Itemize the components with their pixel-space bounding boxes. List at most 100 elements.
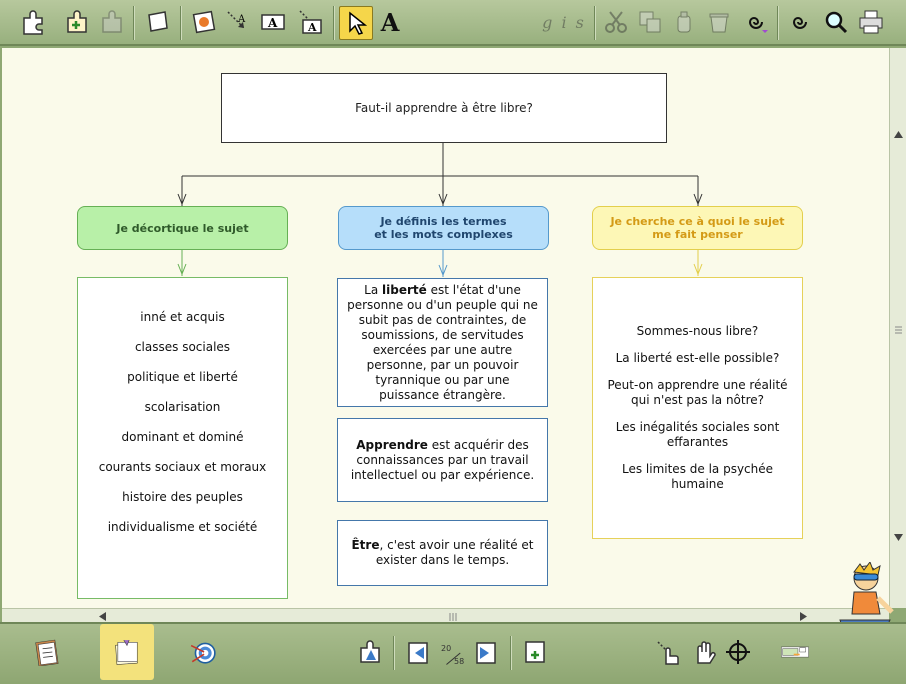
back-puzzle-button[interactable] — [18, 6, 50, 38]
copy-button[interactable] — [634, 6, 666, 38]
list-item: politique et liberté — [127, 370, 238, 384]
add-page-button[interactable] — [519, 636, 551, 668]
list-item: scolarisation — [144, 400, 221, 414]
definition-text: Apprendre est acquérir des connaissances… — [350, 437, 535, 482]
svg-text:A: A — [307, 21, 317, 34]
hand-icon — [697, 641, 716, 664]
keywords-box[interactable]: inné et acquis classes sociales politiqu… — [77, 277, 288, 599]
text-format-buttons[interactable]: g i s — [536, 6, 592, 38]
puzzle-hand-icon — [23, 10, 43, 35]
bottom-toolbar: 20 58 — [0, 622, 906, 684]
page-current: 20 — [441, 644, 452, 653]
arrow-head — [693, 193, 703, 206]
root-question-node[interactable]: Faut-il apprendre à être libre? — [221, 73, 667, 143]
page-total: 58 — [454, 657, 465, 666]
pan-hand-button[interactable] — [688, 636, 720, 668]
definition-text: Être, c'est avoir une réalité et exister… — [351, 538, 534, 567]
overview-map-button[interactable] — [762, 636, 828, 668]
definition-text: La liberté est l'état d'une personne ou … — [347, 282, 538, 402]
previous-page-button[interactable] — [403, 636, 435, 668]
glue-icon — [677, 11, 691, 33]
definition-liberte-box[interactable]: La liberté est l'état d'une personne ou … — [337, 278, 548, 407]
cut-button[interactable] — [600, 6, 632, 38]
definition-term: Être — [351, 538, 380, 552]
branch-header-text: Je décortique le sujet — [116, 221, 249, 235]
puzzle-arrow-icon — [360, 640, 380, 663]
page-icon — [148, 11, 168, 32]
select-arrow-button[interactable] — [339, 6, 373, 40]
page-add-icon — [525, 641, 545, 663]
text-tool-icon: A — [380, 7, 400, 37]
branch-header-cherche[interactable]: Je cherche ce à quoi le sujet me fait pe… — [592, 206, 803, 250]
branch-header-text-line1: Je cherche ce à quoi le sujet — [610, 215, 785, 228]
insert-image-button[interactable] — [188, 6, 220, 38]
hand-cursor-icon — [657, 641, 679, 665]
text-box-icon: A — [261, 14, 285, 30]
paste-button[interactable] — [668, 6, 700, 38]
puzzle-icon — [102, 10, 122, 33]
vertical-scrollbar-arrows — [894, 131, 903, 541]
text-tool-button[interactable]: A — [374, 6, 406, 38]
list-item: classes sociales — [134, 340, 231, 354]
scissors-icon — [605, 11, 627, 33]
vertical-scrollbar[interactable] — [889, 48, 906, 608]
spiral-icon — [792, 17, 807, 29]
style-menu-button[interactable] — [740, 6, 772, 38]
cursor-arrow-icon — [349, 11, 368, 35]
image-icon — [192, 10, 216, 34]
printer-icon — [859, 10, 883, 34]
page-forward-icon — [476, 642, 496, 664]
crosshair-icon — [726, 640, 750, 664]
search-icon — [825, 11, 848, 34]
trash-icon — [709, 13, 729, 33]
question-item: La liberté est-elle possible? — [615, 351, 780, 365]
puzzle-add-icon — [67, 10, 87, 33]
linked-text-button[interactable]: A — [294, 6, 326, 38]
new-page-button[interactable] — [142, 6, 174, 38]
clipboard-checklist-icon — [35, 639, 59, 666]
question-item: Les inégalités sociales sont effarantes — [615, 420, 780, 449]
root-question-text: Faut-il apprendre à être libre? — [355, 101, 533, 115]
definition-etre-box[interactable]: Être, c'est avoir une réalité et exister… — [337, 520, 548, 586]
list-item: histoire des peuples — [122, 490, 243, 504]
spiral-button[interactable] — [784, 6, 816, 38]
horizontal-scrollbar-arrows — [99, 612, 807, 621]
link-tool-button[interactable]: A — [222, 6, 254, 38]
checklist-button[interactable] — [22, 626, 74, 678]
page-counter: 20 58 — [437, 642, 467, 670]
svg-text:A: A — [237, 14, 246, 25]
map-home-button[interactable] — [355, 636, 387, 668]
top-toolbar: A A A A g i s — [0, 0, 906, 46]
add-puzzle-button[interactable] — [62, 6, 94, 38]
notes-button[interactable] — [100, 624, 154, 680]
branch-header-text-line1: Je définis les termes — [380, 215, 507, 228]
map-canvas[interactable]: Faut-il apprendre à être libre? Je décor… — [2, 48, 889, 608]
definition-term: liberté — [382, 282, 427, 297]
list-item: individualisme et société — [107, 520, 258, 534]
branch-header-decortique[interactable]: Je décortique le sujet — [77, 206, 288, 250]
text-box-button[interactable]: A — [257, 6, 289, 38]
target-button[interactable] — [176, 626, 230, 678]
hand-pointer-button[interactable] — [652, 636, 684, 668]
puzzle-disabled-button[interactable] — [97, 6, 129, 38]
question-item: Peut-on apprendre une réalité qui n'est … — [607, 378, 788, 407]
copy-icon — [639, 11, 661, 33]
next-page-button[interactable] — [469, 636, 501, 668]
horizontal-scrollbar[interactable] — [2, 608, 889, 622]
questions-box[interactable]: Sommes-nous libre? La liberté est-elle p… — [592, 277, 803, 539]
branch-header-text-line2: et les mots complexes — [374, 228, 513, 241]
definition-apprendre-box[interactable]: Apprendre est acquérir des connaissances… — [337, 418, 548, 502]
connector-lines — [177, 143, 703, 277]
print-button[interactable] — [855, 6, 887, 38]
list-item: dominant et dominé — [121, 430, 244, 444]
sticky-notes-icon — [115, 640, 138, 665]
focus-target-button[interactable] — [722, 636, 754, 668]
spiral-dropdown-icon — [748, 17, 768, 33]
text-format-label: g i s — [542, 12, 586, 32]
delete-button[interactable] — [703, 6, 735, 38]
search-button[interactable] — [820, 6, 852, 38]
page-back-icon — [408, 642, 428, 664]
list-item: inné et acquis — [140, 310, 225, 324]
branch-header-definis[interactable]: Je définis les termes et les mots comple… — [338, 206, 549, 250]
arrow-head — [177, 193, 187, 206]
